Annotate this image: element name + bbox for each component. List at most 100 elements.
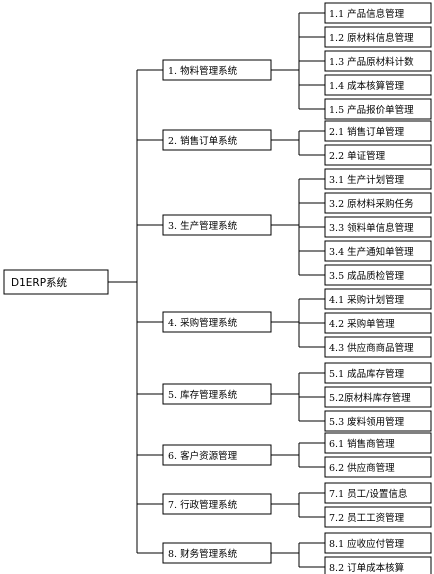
leaf-box bbox=[324, 456, 432, 478]
leaf-node: 7.1 员工/设置信息 bbox=[324, 482, 432, 504]
module-label: 1. 物料管理系统 bbox=[168, 65, 238, 77]
module-node: 3. 生产管理系统 bbox=[162, 214, 272, 236]
leaf-node: 3.4 生产通知单管理 bbox=[324, 240, 432, 262]
module-node: 1. 物料管理系统 bbox=[162, 59, 272, 81]
leaf-box bbox=[324, 144, 432, 166]
leaf-box bbox=[324, 432, 432, 454]
leaf-box bbox=[324, 120, 432, 142]
module-node: 4. 采购管理系统 bbox=[162, 311, 272, 333]
module-box bbox=[162, 129, 272, 151]
leaf-label: 5.2原材料库存管理 bbox=[329, 392, 411, 404]
leaf-label: 4.3 供应商商品管理 bbox=[329, 342, 414, 354]
leaf-node: 3.5 成品质检管理 bbox=[324, 264, 432, 286]
leaf-box bbox=[324, 216, 432, 238]
leaf-box bbox=[324, 336, 432, 358]
leaf-box bbox=[324, 192, 432, 214]
leaf-node: 6.1 销售商管理 bbox=[324, 432, 432, 454]
leaf-label: 8.1 应收应付管理 bbox=[329, 538, 405, 550]
module-label: 6. 客户资源管理 bbox=[168, 450, 238, 462]
leaf-node: 8.1 应收应付管理 bbox=[324, 532, 432, 554]
leaf-label: 1.5 产品报价单管理 bbox=[329, 104, 414, 116]
leaf-label: 6.2 供应商管理 bbox=[329, 462, 395, 474]
leaf-label: 1.2 原材料信息管理 bbox=[329, 32, 414, 44]
leaf-node: 4.2 采购单管理 bbox=[324, 312, 432, 334]
leaf-box bbox=[324, 50, 432, 72]
leaf-label: 1.1 产品信息管理 bbox=[329, 8, 405, 20]
module-node: 8. 财务管理系统 bbox=[162, 542, 272, 564]
leaf-label: 3.2 原材料采购任务 bbox=[329, 198, 414, 210]
module-node: 5. 库存管理系统 bbox=[162, 383, 272, 405]
leaf-node: 1.5 产品报价单管理 bbox=[324, 98, 432, 120]
module-box bbox=[162, 383, 272, 405]
leaf-node: 4.1 采购计划管理 bbox=[324, 288, 432, 310]
module-box bbox=[162, 311, 272, 333]
module-label: 7. 行政管理系统 bbox=[168, 499, 238, 511]
leaf-label: 8.2 订单成本核算 bbox=[329, 562, 404, 574]
leaf-node: 3.3 领料单信息管理 bbox=[324, 216, 432, 238]
leaf-node: 1.2 原材料信息管理 bbox=[324, 26, 432, 48]
leaf-node: 5.3 废料领用管理 bbox=[324, 410, 432, 432]
leaf-label: 1.4 成本核算管理 bbox=[329, 80, 405, 92]
leaf-node: 5.2原材料库存管理 bbox=[324, 386, 432, 408]
module-box bbox=[162, 542, 272, 564]
module-label: 5. 库存管理系统 bbox=[168, 389, 238, 401]
leaf-box bbox=[324, 168, 432, 190]
leaf-label: 3.4 生产通知单管理 bbox=[329, 246, 414, 258]
leaf-node: 1.4 成本核算管理 bbox=[324, 74, 432, 96]
module-node: 6. 客户资源管理 bbox=[162, 444, 272, 466]
leaf-label: 3.1 生产计划管理 bbox=[329, 174, 405, 186]
leaf-box bbox=[324, 2, 432, 24]
leaf-label: 5.3 废料领用管理 bbox=[329, 416, 405, 428]
module-label: 4. 采购管理系统 bbox=[168, 317, 238, 329]
leaf-box bbox=[324, 74, 432, 96]
module-box bbox=[162, 493, 272, 515]
connector-lines bbox=[108, 12, 325, 568]
module-label: 2. 销售订单系统 bbox=[168, 135, 238, 147]
leaf-box bbox=[324, 98, 432, 120]
module-label: 8. 财务管理系统 bbox=[168, 548, 238, 560]
leaf-box bbox=[324, 410, 432, 432]
leaf-label: 7.1 员工/设置信息 bbox=[329, 488, 407, 500]
leaf-label: 3.5 成品质检管理 bbox=[329, 270, 405, 282]
leaf-node: 8.2 订单成本核算 bbox=[324, 556, 432, 574]
module-box bbox=[162, 214, 272, 236]
leaf-box bbox=[324, 26, 432, 48]
leaf-node: 5.1 成品库存管理 bbox=[324, 362, 432, 384]
tree-nodes: D1ERP系统 1. 物料管理系统 1.1 产品信息管理 1.2 原材料信息管理 1.… bbox=[3, 2, 432, 574]
root-label: D1ERP系统 bbox=[11, 276, 68, 289]
module-box bbox=[162, 444, 272, 466]
leaf-box bbox=[324, 556, 432, 574]
leaf-label: 2.1 销售订单管理 bbox=[329, 126, 405, 138]
module-box bbox=[162, 59, 272, 81]
leaf-label: 6.1 销售商管理 bbox=[329, 438, 395, 450]
leaf-node: 1.3 产品原材料计数 bbox=[324, 50, 432, 72]
leaf-node: 2.2 单证管理 bbox=[324, 144, 432, 166]
leaf-node: 6.2 供应商管理 bbox=[324, 456, 432, 478]
module-label: 3. 生产管理系统 bbox=[168, 220, 238, 232]
leaf-label: 4.2 采购单管理 bbox=[329, 318, 395, 330]
leaf-box bbox=[324, 362, 432, 384]
leaf-label: 4.1 采购计划管理 bbox=[329, 294, 405, 306]
module-node: 2. 销售订单系统 bbox=[162, 129, 272, 151]
leaf-label: 5.1 成品库存管理 bbox=[329, 368, 405, 380]
leaf-box bbox=[324, 240, 432, 262]
leaf-label: 3.3 领料单信息管理 bbox=[329, 222, 414, 234]
leaf-box bbox=[324, 482, 432, 504]
leaf-box bbox=[324, 506, 432, 528]
leaf-node: 1.1 产品信息管理 bbox=[324, 2, 432, 24]
leaf-node: 4.3 供应商商品管理 bbox=[324, 336, 432, 358]
leaf-box bbox=[324, 532, 432, 554]
leaf-label: 1.3 产品原材料计数 bbox=[329, 56, 414, 68]
leaf-box bbox=[324, 288, 432, 310]
root-node: D1ERP系统 bbox=[3, 269, 109, 295]
leaf-box bbox=[324, 264, 432, 286]
leaf-node: 3.2 原材料采购任务 bbox=[324, 192, 432, 214]
leaf-node: 3.1 生产计划管理 bbox=[324, 168, 432, 190]
leaf-label: 2.2 单证管理 bbox=[329, 150, 386, 162]
leaf-label: 7.2 员工工资管理 bbox=[329, 512, 405, 524]
leaf-node: 2.1 销售订单管理 bbox=[324, 120, 432, 142]
leaf-box bbox=[324, 386, 432, 408]
leaf-node: 7.2 员工工资管理 bbox=[324, 506, 432, 528]
leaf-box bbox=[324, 312, 432, 334]
